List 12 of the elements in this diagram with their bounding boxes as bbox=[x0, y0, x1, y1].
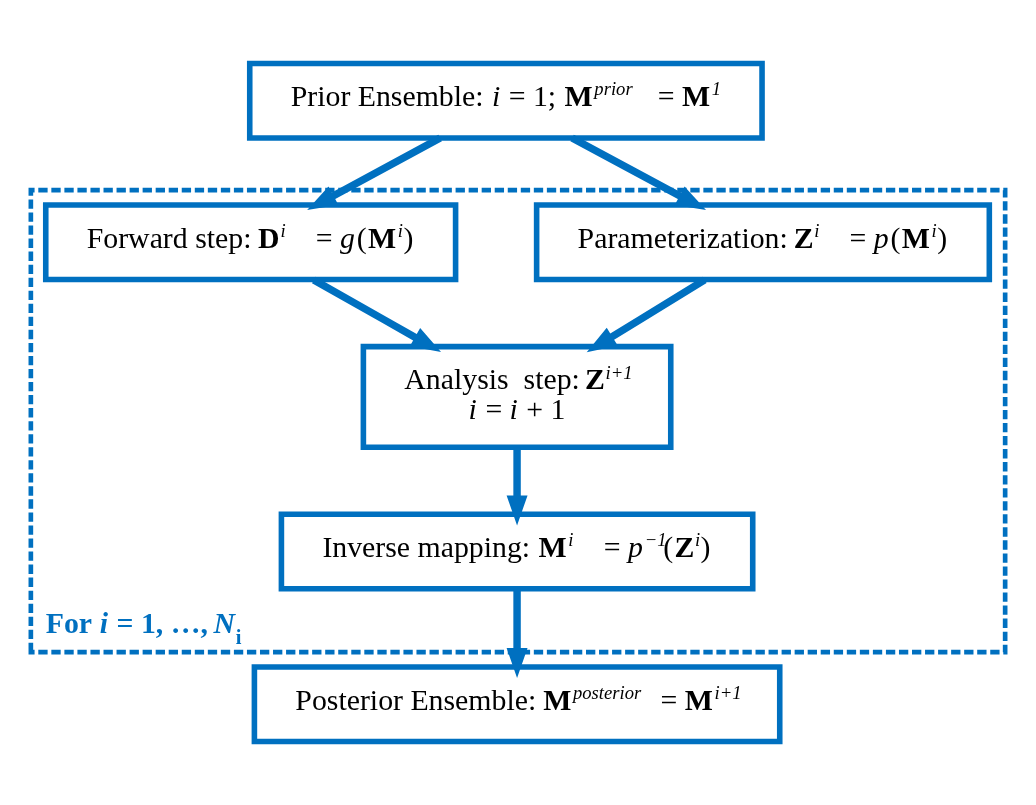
arrow bbox=[311, 276, 441, 352]
node-box: Analysis step: Z$^{i+1}$ i = i + 1 bbox=[360, 343, 674, 450]
node-box: Parameterization: Z$^{i}$ = p(M$^{i}$) bbox=[533, 202, 993, 283]
node-box: Posterior Ensemble: M$^{posterior}$ = M$^{i+1}$ bbox=[251, 664, 783, 745]
node-box: Inverse mapping: M$^{i}$ = p$^{−1}$(Z$^{i}$) bbox=[278, 511, 756, 592]
arrow bbox=[570, 134, 706, 210]
arrow bbox=[506, 447, 528, 526]
node-box: Forward step: D$^{i}$ = g(M$^{i}$) bbox=[42, 202, 459, 283]
node-box: Prior Ensemble: i = 1; M$^{prior}$ = M$^{1}$ bbox=[246, 60, 765, 141]
arrow bbox=[586, 276, 707, 353]
arrow bbox=[307, 134, 442, 210]
arrow bbox=[506, 589, 528, 678]
